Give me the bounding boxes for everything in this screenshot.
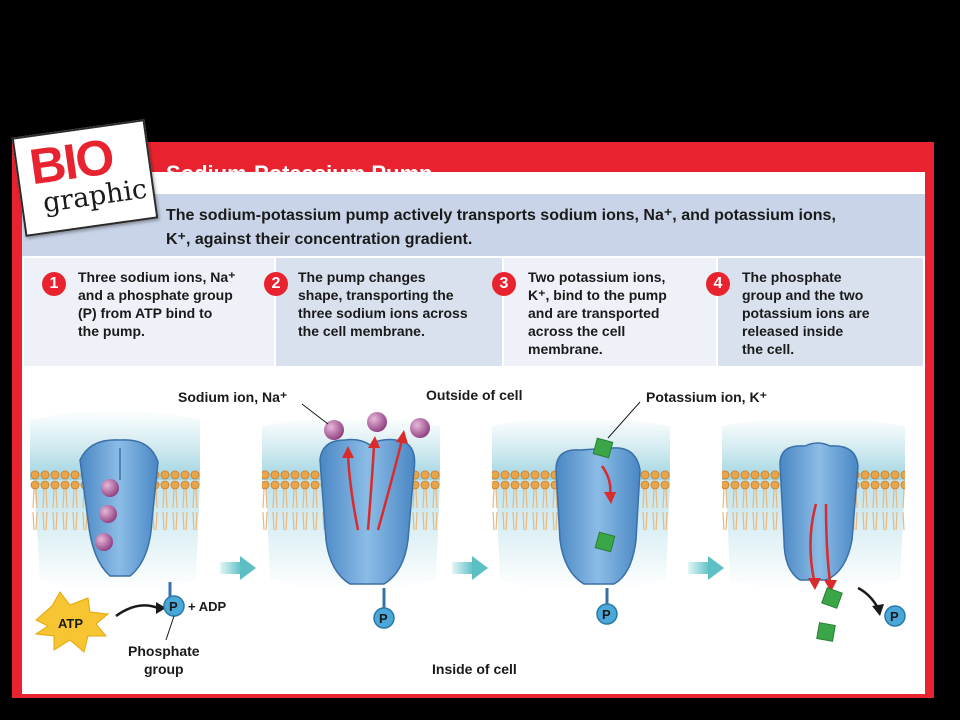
step-text-3: Two potassium ions, K⁺, bind to the pump… xyxy=(528,269,667,357)
potassium-ion-label: Potassium ion, K⁺ xyxy=(646,389,767,405)
potassium-ion xyxy=(816,622,836,642)
potassium-ion xyxy=(594,531,616,553)
scene-panel-4: P xyxy=(722,417,906,642)
step-text-4: The phosphate group and the two potassiu… xyxy=(742,269,870,357)
sodium-ion xyxy=(101,479,119,497)
potassium-ion xyxy=(821,587,843,609)
sodium-ion-label: Sodium ion, Na⁺ xyxy=(178,389,288,405)
phosphate-p: P xyxy=(602,607,611,622)
step-cell-3 xyxy=(504,258,716,366)
phosphate-p: P xyxy=(169,599,178,614)
sodium-ion xyxy=(324,420,344,440)
step-text-2: The pump changes shape, transporting the… xyxy=(298,269,468,339)
inside-of-cell-label: Inside of cell xyxy=(432,661,517,677)
pump-protein xyxy=(779,442,859,581)
step-number-2: 2 xyxy=(264,272,288,296)
phosphate-group-label: Phosphate group xyxy=(128,643,200,677)
step-number-3: 3 xyxy=(492,272,516,296)
phosphate-icon xyxy=(596,603,618,625)
step-cell-2 xyxy=(276,258,502,366)
figure-title: Sodium-Potassium Pump xyxy=(166,161,433,186)
phosphate-icon xyxy=(373,607,395,629)
sodium-ion xyxy=(410,418,430,438)
step-number-4: 4 xyxy=(706,272,730,296)
atp-starburst xyxy=(34,591,110,653)
step-number-1: 1 xyxy=(42,272,66,296)
atp-label: ATP xyxy=(58,616,83,631)
description-band xyxy=(22,194,925,256)
plus-adp-label: + ADP xyxy=(188,599,226,614)
step-cell-1 xyxy=(24,258,274,366)
potassium-ion xyxy=(592,437,614,459)
sodium-ion xyxy=(99,505,117,523)
phosphate-p: P xyxy=(379,611,388,626)
pump-protein xyxy=(319,438,416,585)
scene-panel-1: ATP P + ADP xyxy=(30,410,226,653)
outside-of-cell-label: Outside of cell xyxy=(426,387,523,403)
step-cell-4 xyxy=(718,258,923,366)
figure-description: The sodium-potassium pump actively trans… xyxy=(166,207,836,248)
phosphate-p: P xyxy=(890,609,899,624)
step-text-1: Three sodium ions, Na⁺ and a phosphate g… xyxy=(78,269,236,339)
sodium-ion xyxy=(95,533,113,551)
sodium-ion xyxy=(367,412,387,432)
pump-protein xyxy=(555,447,641,585)
transition-arrow-1 xyxy=(220,556,256,580)
scene-panel-3: P xyxy=(492,401,670,625)
scene-panel-2: P xyxy=(262,403,440,629)
transition-arrow-3 xyxy=(688,556,724,580)
transition-arrow-2 xyxy=(452,556,488,580)
phosphate-icon xyxy=(884,605,906,627)
